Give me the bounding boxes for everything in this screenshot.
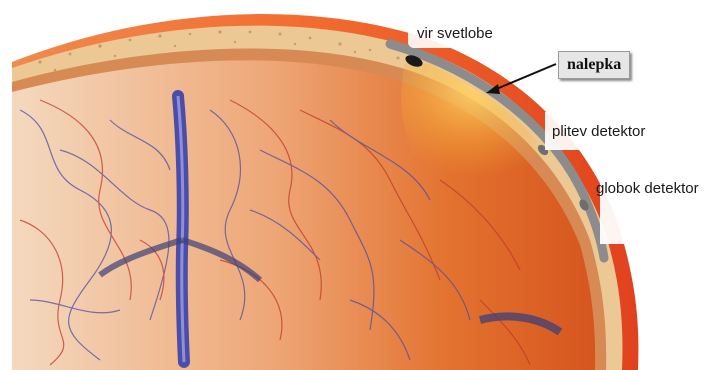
label-light-source: vir svetlobe (417, 25, 493, 43)
label-shallow-detector: plitev detektor (552, 123, 645, 141)
label-deep-detector: globok detektor (596, 180, 699, 198)
label-sticker: nalepka (558, 51, 630, 79)
sticker-arrow-line (494, 64, 556, 90)
